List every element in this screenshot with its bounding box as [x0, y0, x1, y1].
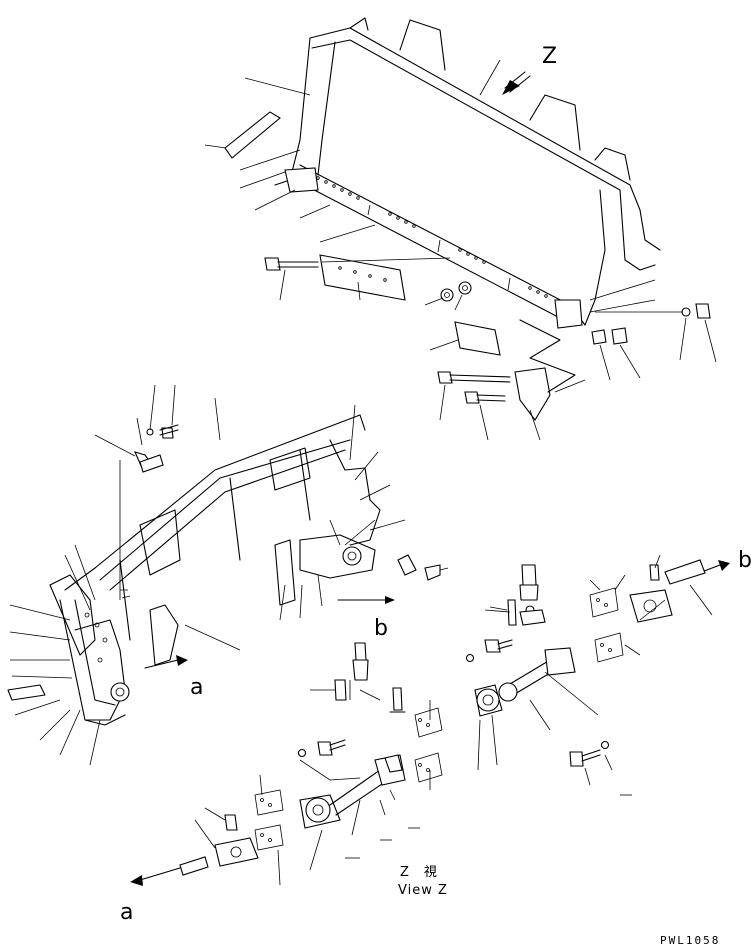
callout-arrows — [130, 560, 730, 886]
cutting-edge-parts — [264, 254, 717, 441]
drawing-code: PWL1058 — [660, 934, 721, 947]
blade-assembly — [204, 17, 661, 329]
view-z-arrow — [502, 71, 531, 95]
joint-assembly-right — [465, 554, 713, 796]
callout-a-left: a — [190, 675, 204, 700]
frame-assembly — [7, 384, 449, 766]
view-z-caption-en: View Z — [398, 883, 448, 898]
cutting-edge-holes — [316, 176, 548, 298]
callout-a-bottom: a — [120, 900, 134, 925]
joint-assembly-center — [179, 642, 443, 886]
callout-b-right: b — [738, 548, 751, 573]
view-z-caption-jp: Z 視 — [400, 865, 438, 880]
view-z-marker: Z — [542, 44, 558, 69]
callout-b-mid: b — [374, 616, 388, 641]
